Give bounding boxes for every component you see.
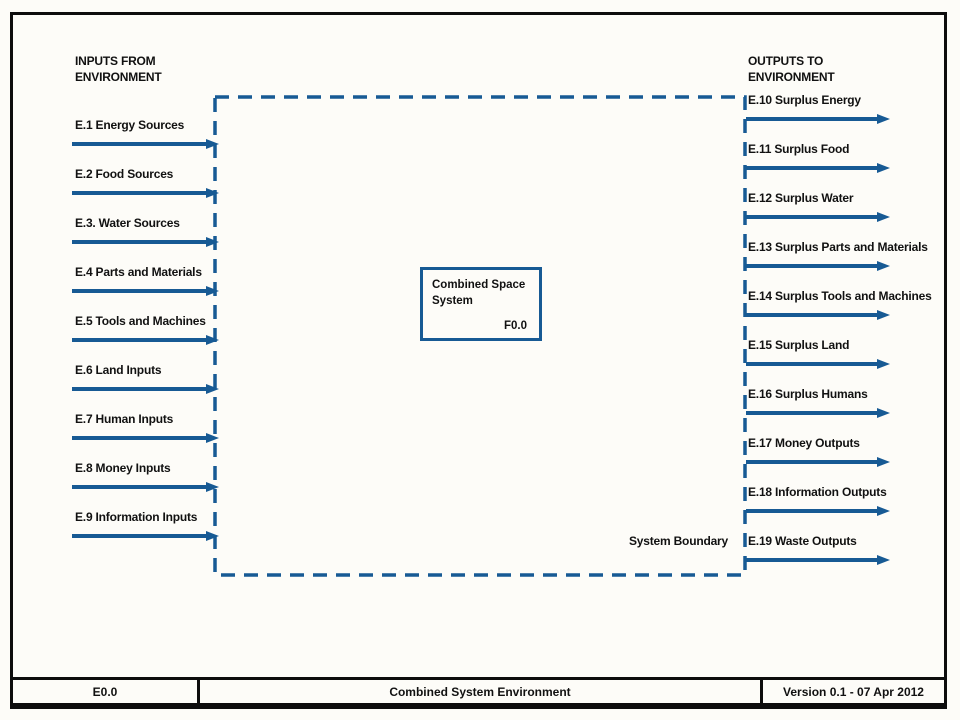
flow-label: E.6 Land Inputs <box>75 363 162 377</box>
input-row-7: E.7 Human Inputs <box>72 411 219 445</box>
flow-label: E.1 Energy Sources <box>75 118 185 132</box>
flow-arrow-icon <box>746 212 890 222</box>
flow-label: E.14 Surplus Tools and Machines <box>748 289 932 303</box>
output-row-2: E.11 Surplus Food <box>746 141 890 175</box>
flow-arrow-icon <box>72 237 219 247</box>
flow-label: E.3. Water Sources <box>75 216 180 230</box>
input-row-6: E.6 Land Inputs <box>72 362 219 396</box>
flow-label: E.17 Money Outputs <box>748 436 860 450</box>
flow-arrow-icon <box>72 335 219 345</box>
flow-label: E.7 Human Inputs <box>75 412 174 426</box>
output-row-7: E.16 Surplus Humans <box>746 386 890 420</box>
flow-arrow-icon <box>746 163 890 173</box>
flow-arrow-icon <box>72 139 219 149</box>
flow-arrow-icon <box>746 114 890 124</box>
flow-label: E.18 Information Outputs <box>748 485 887 499</box>
system-boundary-label: System Boundary <box>628 534 728 548</box>
footer-version: Version 0.1 - 07 Apr 2012 <box>783 684 924 699</box>
flow-arrow-icon <box>746 408 890 418</box>
flow-arrow-icon <box>72 188 219 198</box>
input-row-4: E.4 Parts and Materials <box>72 264 219 298</box>
footer-title-block: E0.0 Combined System Environment Version… <box>10 677 947 706</box>
input-row-2: E.2 Food Sources <box>72 166 219 200</box>
flow-arrow-icon <box>72 286 219 296</box>
input-row-5: E.5 Tools and Machines <box>72 313 219 347</box>
input-row-9: E.9 Information Inputs <box>72 509 219 543</box>
system-box-title: Combined Space System <box>432 279 526 307</box>
flow-arrow-icon <box>746 555 890 565</box>
output-row-9: E.18 Information Outputs <box>746 484 890 518</box>
footer-node-id: E0.0 <box>13 680 200 703</box>
input-row-3: E.3. Water Sources <box>72 215 219 249</box>
output-row-1: E.10 Surplus Energy <box>746 92 890 126</box>
flow-label: E.8 Money Inputs <box>75 461 171 475</box>
output-row-4: E.13 Surplus Parts and Materials <box>746 239 928 273</box>
flow-label: E.4 Parts and Materials <box>75 265 202 279</box>
flow-label: E.12 Surplus Water <box>748 191 854 205</box>
footer-diagram-title: Combined System Environment <box>200 680 763 703</box>
flow-arrow-icon <box>72 531 219 541</box>
flow-label: E.11 Surplus Food <box>748 142 850 156</box>
system-box-id: F0.0 <box>503 320 527 332</box>
flow-label: E.13 Surplus Parts and Materials <box>748 240 928 254</box>
flow-label: E.16 Surplus Humans <box>748 387 868 401</box>
output-row-5: E.14 Surplus Tools and Machines <box>746 288 932 322</box>
flow-label: E.9 Information Inputs <box>75 510 198 524</box>
flow-arrow-icon <box>746 359 890 369</box>
system-box: Combined Space System F0.0 <box>420 267 542 341</box>
flow-label: E.15 Surplus Land <box>748 338 850 352</box>
outputs-header: OUTPUTS TO ENVIRONMENT <box>748 54 835 84</box>
output-row-6: E.15 Surplus Land <box>746 337 890 371</box>
output-row-8: E.17 Money Outputs <box>746 435 890 469</box>
flow-label: E.2 Food Sources <box>75 167 174 181</box>
flow-arrow-icon <box>746 310 890 320</box>
output-row-3: E.12 Surplus Water <box>746 190 890 224</box>
flow-arrow-icon <box>72 482 219 492</box>
inputs-header: INPUTS FROM ENVIRONMENT <box>75 54 162 84</box>
flow-label: E.5 Tools and Machines <box>75 314 206 328</box>
input-row-8: E.8 Money Inputs <box>72 460 219 494</box>
flow-label: E.10 Surplus Energy <box>748 93 861 107</box>
flow-arrow-icon <box>72 384 219 394</box>
flow-arrow-icon <box>746 506 890 516</box>
flow-label: E.19 Waste Outputs <box>748 534 857 548</box>
flow-arrow-icon <box>72 433 219 443</box>
output-row-10: E.19 Waste Outputs <box>746 533 890 567</box>
flow-arrow-icon <box>746 261 890 271</box>
input-row-1: E.1 Energy Sources <box>72 117 219 151</box>
flow-arrow-icon <box>746 457 890 467</box>
